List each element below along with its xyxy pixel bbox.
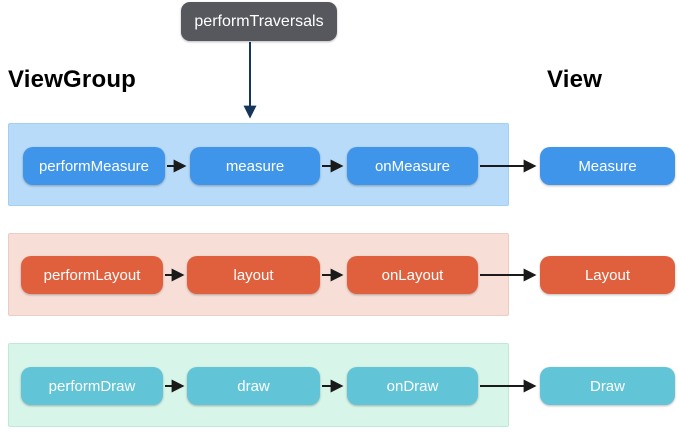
perform-traversals-node: performTraversals [181,2,337,41]
layout-result-node: Layout [540,256,675,294]
measure-node: measure [190,147,320,185]
perform-layout-node: performLayout [21,256,163,294]
perform-measure-node: performMeasure [23,147,165,185]
on-draw-node: onDraw [347,367,478,405]
viewgroup-header: ViewGroup [8,66,137,93]
draw-result-node: Draw [540,367,675,405]
measure-result-node: Measure [540,147,675,185]
draw-node: draw [187,367,320,405]
layout-node: layout [187,256,320,294]
on-measure-node: onMeasure [347,147,478,185]
on-layout-node: onLayout [347,256,478,294]
view-header: View [547,66,603,93]
perform-draw-node: performDraw [21,367,163,405]
